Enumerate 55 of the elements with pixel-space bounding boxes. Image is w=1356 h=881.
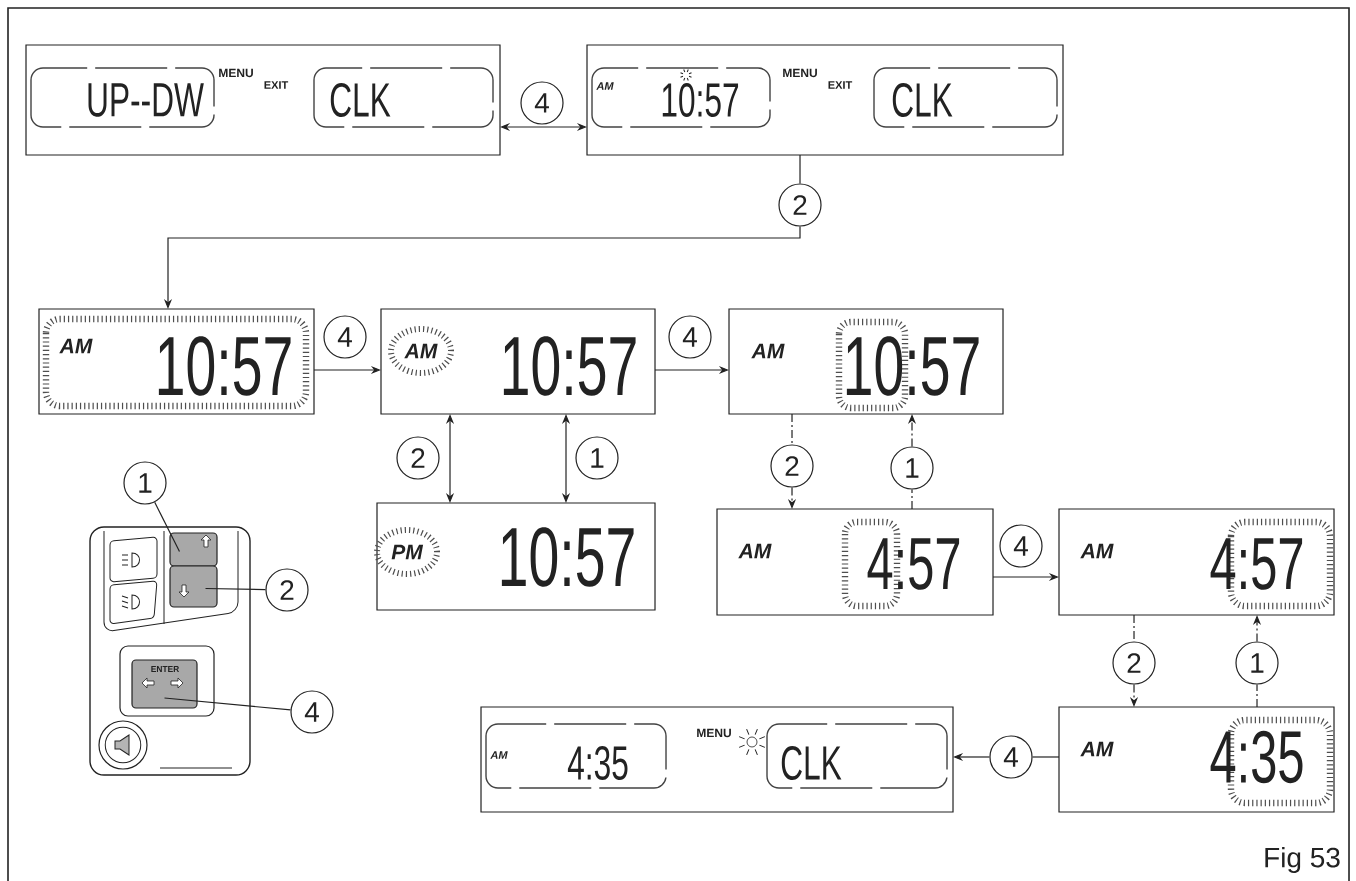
connector bbox=[911, 489, 913, 510]
time-readout: 4:35 bbox=[1210, 730, 1303, 784]
figure-number: Fig 53 bbox=[1265, 846, 1340, 874]
am-pm-indicator: AM bbox=[404, 343, 438, 359]
callout-number: 2 bbox=[1112, 641, 1156, 685]
enter-button: ENTER bbox=[131, 659, 198, 709]
exit-indicator: EXIT bbox=[264, 81, 289, 89]
callout-number: 2 bbox=[770, 444, 814, 488]
am-pm-indicator: AM bbox=[751, 343, 785, 359]
am-pm-indicator: AM bbox=[490, 751, 508, 759]
time-readout: 4:57 bbox=[867, 538, 960, 590]
callout-number: 4 bbox=[989, 735, 1033, 779]
time-readout: 4:57 bbox=[1210, 538, 1303, 590]
connector bbox=[799, 154, 801, 184]
connector bbox=[791, 413, 793, 445]
callout-number: 1 bbox=[575, 436, 619, 480]
time-readout: 10:57 bbox=[501, 527, 634, 587]
time-readout: 10:57 bbox=[846, 336, 979, 396]
time-readout: 10:57 bbox=[503, 336, 636, 396]
exit-indicator: EXIT bbox=[828, 81, 853, 89]
connector bbox=[1133, 614, 1135, 642]
display-text: CLK bbox=[330, 83, 391, 117]
am-pm-indicator: PM bbox=[391, 544, 424, 560]
down-button bbox=[169, 565, 218, 608]
callout-number: 1 bbox=[123, 461, 167, 505]
am-pm-indicator: AM bbox=[596, 82, 614, 90]
time-readout: 10:57 bbox=[158, 336, 291, 396]
leader-line bbox=[163, 697, 292, 711]
time-readout: 10:57 bbox=[662, 83, 739, 117]
leader-line bbox=[204, 587, 266, 591]
connector bbox=[1032, 756, 1060, 758]
callout-number: 4 bbox=[323, 315, 367, 359]
callout-number: 1 bbox=[890, 446, 934, 490]
menu-indicator: MENU bbox=[219, 68, 253, 78]
am-pm-indicator: AM bbox=[1080, 543, 1114, 559]
time-readout: 4:35 bbox=[567, 746, 628, 780]
up-button bbox=[169, 532, 218, 567]
callout-number: 1 bbox=[1235, 641, 1279, 685]
leader-line bbox=[154, 501, 181, 553]
callout-number: 4 bbox=[520, 81, 564, 125]
callout-number: 2 bbox=[265, 568, 309, 612]
menu-indicator: MENU bbox=[783, 68, 817, 78]
display-text: CLK bbox=[892, 83, 953, 117]
callout-number: 2 bbox=[396, 436, 440, 480]
callout-number: 4 bbox=[290, 690, 334, 734]
display-text: CLK bbox=[781, 746, 842, 780]
am-pm-indicator: AM bbox=[738, 543, 772, 559]
connector bbox=[1256, 684, 1258, 708]
callout-number: 2 bbox=[778, 183, 822, 227]
callout-number: 4 bbox=[999, 524, 1043, 568]
display-text: UP--DW bbox=[88, 83, 204, 117]
am-pm-indicator: AM bbox=[1080, 741, 1114, 757]
am-pm-indicator: AM bbox=[59, 338, 93, 354]
menu-indicator: MENU bbox=[697, 728, 731, 738]
callout-number: 4 bbox=[668, 315, 712, 359]
